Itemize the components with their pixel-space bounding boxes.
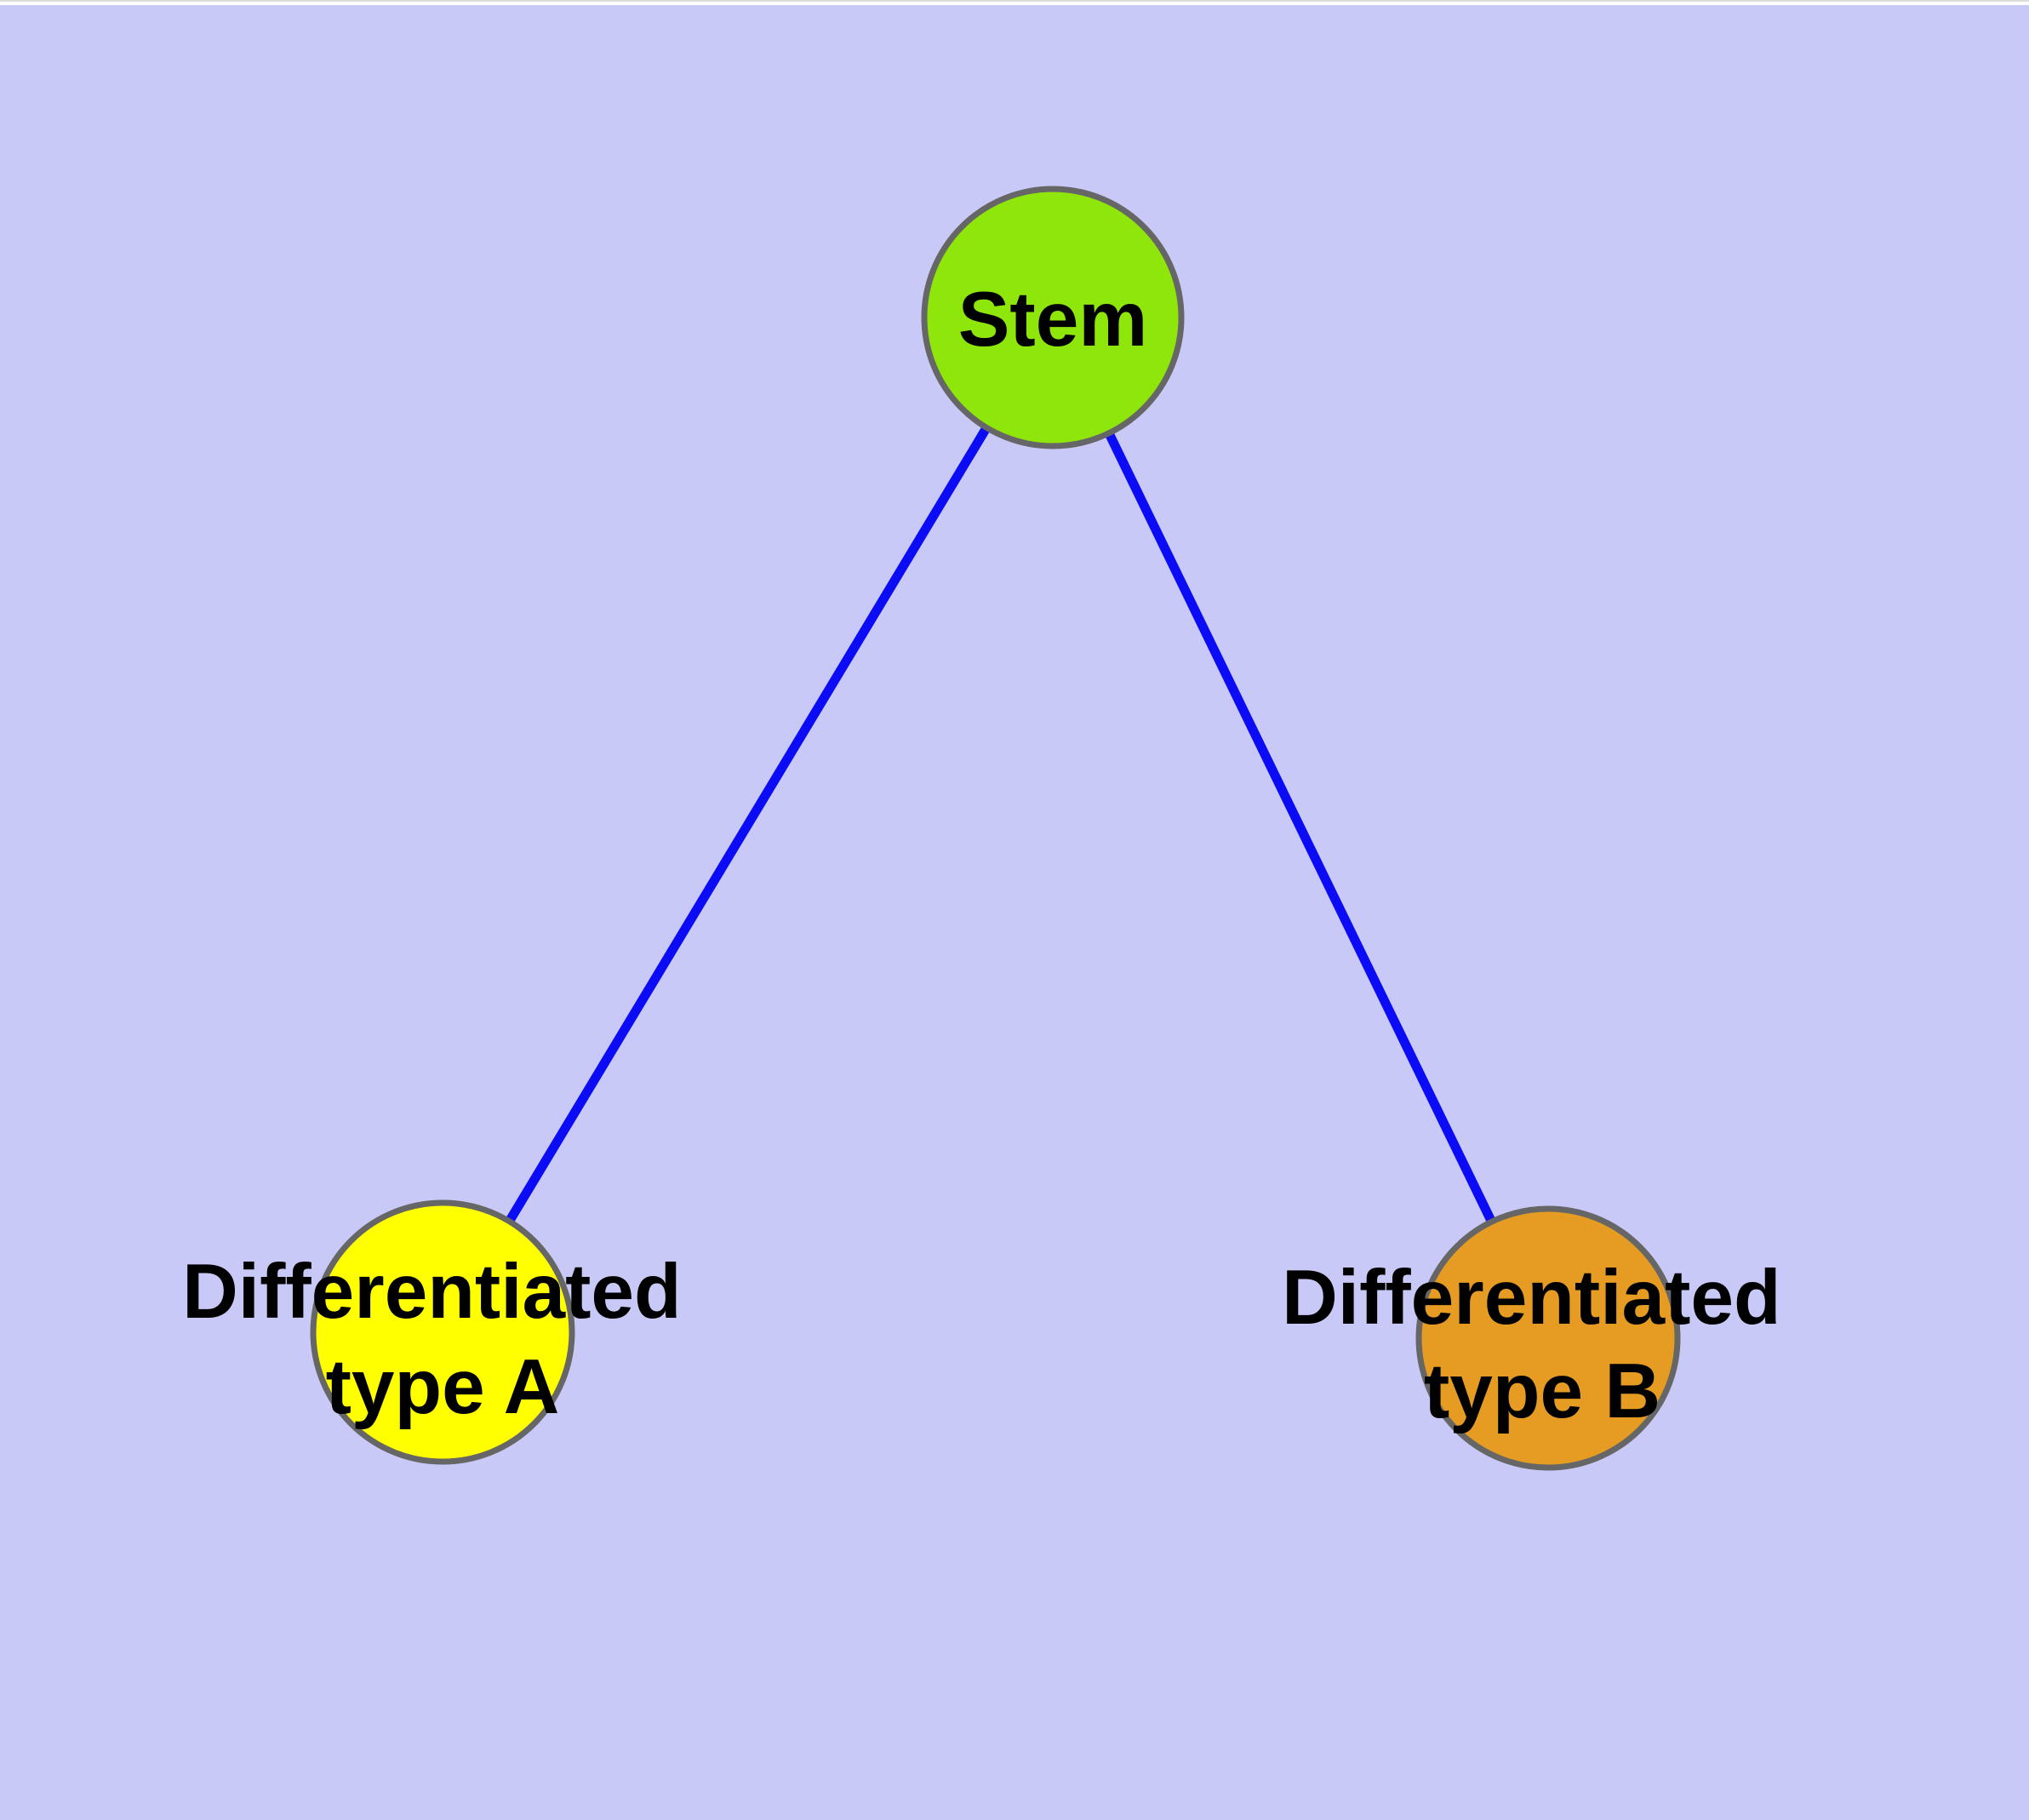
edge-stem-to-type-b [1049, 315, 1552, 1341]
node-type-b-label-line1: Differentiated [1282, 1255, 1781, 1341]
node-type-a-label-line1: Differentiated [182, 1249, 682, 1335]
node-type-a-label: Differentiated type A [182, 1249, 703, 1430]
node-type-b-circle [1415, 1205, 1681, 1471]
node-stem-label: Stem [958, 277, 1148, 363]
node-type-a-circle [310, 1199, 575, 1465]
node-type-b-label-line2: type B [1424, 1348, 1660, 1434]
node-type-b-label: Differentiated type B [1282, 1255, 1803, 1434]
node-type-a-label-line2: type A [326, 1344, 560, 1430]
window-top-strip [0, 0, 2029, 5]
node-stem-circle [921, 186, 1185, 449]
edge-stem-to-type-a [438, 315, 1057, 1335]
